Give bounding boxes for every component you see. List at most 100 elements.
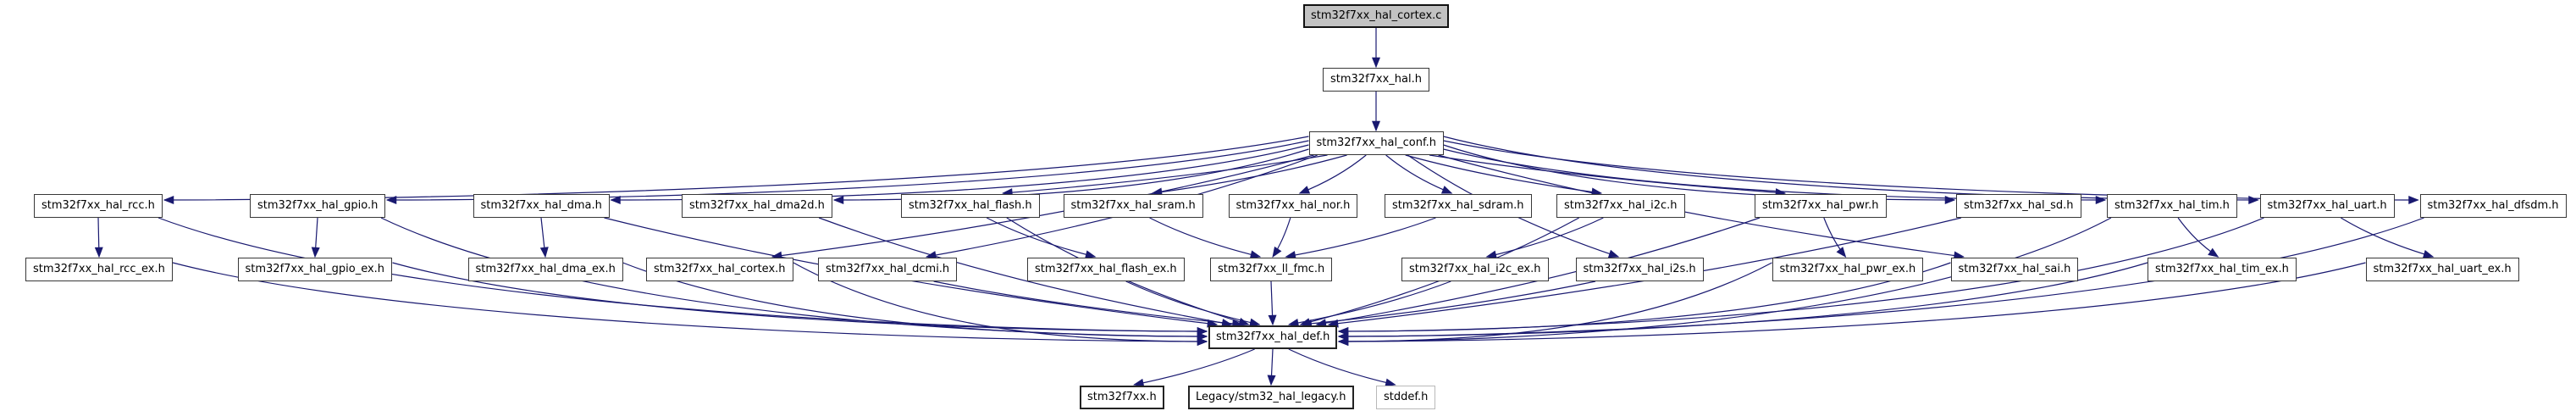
node-dcmi[interactable]: stm32f7xx_hal_dcmi.h: [818, 258, 958, 281]
node-uart[interactable]: stm32f7xx_hal_uart.h: [2259, 194, 2395, 218]
node-tim_ex[interactable]: stm32f7xx_hal_tim_ex.h: [2148, 258, 2297, 281]
edge-gpio_ex-to-def: [392, 262, 1208, 336]
edge-dma2d-to-def: [818, 217, 1233, 327]
edge-dma_ex-to-def: [622, 262, 1208, 341]
node-conf[interactable]: stm32f7xx_hal_conf.h: [1308, 131, 1444, 155]
edge-conf-to-nor: [1298, 154, 1367, 194]
node-dma2d[interactable]: stm32f7xx_hal_dma2d.h: [682, 194, 832, 218]
edge-i2c-to-i2c_ex: [1485, 217, 1604, 259]
edge-flash-to-flash_ex: [986, 217, 1097, 259]
node-label: stm32f7xx_hal_flash.h: [909, 199, 1032, 212]
node-label: stm32f7xx_hal_cortex.h: [654, 263, 786, 275]
edge-conf-to-i2c: [1405, 154, 1603, 197]
edge-dcmi-to-def: [933, 280, 1243, 328]
node-label: stm32f7xx_ll_fmc.h: [1218, 263, 1325, 275]
edge-nor-to-ll_fmc: [1272, 217, 1291, 258]
node-label: stm32f7xx_hal_def.h: [1216, 330, 1330, 343]
edge-sai-to-def: [1337, 262, 1951, 336]
edge-ll_fmc-to-def: [1268, 280, 1277, 326]
node-stddef: stddef.h: [1376, 386, 1436, 409]
node-label: stm32f7xx_hal_sram.h: [1070, 199, 1196, 212]
edge-conf-to-dma2d: [832, 148, 1309, 204]
edge-dma-to-dma_ex: [539, 217, 549, 258]
node-ll_fmc[interactable]: stm32f7xx_ll_fmc.h: [1210, 258, 1333, 281]
node-stm32f7xx[interactable]: stm32f7xx.h: [1080, 386, 1164, 409]
node-label: stm32f7xx_hal_dma2d.h: [689, 199, 825, 212]
node-gpio_ex[interactable]: stm32f7xx_hal_gpio_ex.h: [237, 258, 393, 281]
node-label: stm32f7xx_hal_tim_ex.h: [2155, 263, 2289, 275]
node-label: stm32f7xx_hal_sai.h: [1958, 263, 2071, 275]
edge-pwr_ex-to-def: [1337, 262, 1772, 346]
node-flash_ex[interactable]: stm32f7xx_hal_flash_ex.h: [1027, 258, 1185, 281]
edge-uart_ex-to-def: [1337, 262, 2366, 346]
node-label: stm32f7xx_hal_conf.h: [1316, 136, 1436, 149]
node-sd[interactable]: stm32f7xx_hal_sd.h: [1956, 194, 2081, 218]
node-label: stm32f7xx_hal_dma.h: [480, 199, 602, 212]
node-i2c_ex[interactable]: stm32f7xx_hal_i2c_ex.h: [1401, 258, 1549, 281]
node-label: stm32f7xx_hal_i2s.h: [1583, 263, 1696, 275]
edge-sdram-to-ll_fmc: [1285, 217, 1436, 259]
edge-tim-to-tim_ex: [2177, 217, 2219, 258]
edge-pwr-to-def: [1315, 217, 1761, 328]
edge-cortex_h-to-def: [793, 262, 1208, 346]
node-label: stm32f7xx_hal_gpio_ex.h: [245, 263, 385, 275]
node-cortex_c: stm32f7xx_hal_cortex.c: [1303, 4, 1450, 28]
node-label: stm32f7xx_hal_i2c_ex.h: [1409, 263, 1541, 275]
node-rcc[interactable]: stm32f7xx_hal_rcc.h: [34, 194, 163, 218]
edge-tim_ex-to-def: [1337, 262, 2148, 341]
node-label: stm32f7xx_hal_pwr_ex.h: [1779, 263, 1916, 275]
node-label: Legacy/stm32_hal_legacy.h: [1196, 391, 1346, 403]
edge-rcc-to-rcc_ex: [94, 217, 103, 258]
node-cortex_h[interactable]: stm32f7xx_hal_cortex.h: [646, 258, 793, 281]
node-def[interactable]: stm32f7xx_hal_def.h: [1208, 325, 1338, 349]
node-label: stm32f7xx_hal_rcc_ex.h: [33, 263, 165, 275]
node-sai[interactable]: stm32f7xx_hal_sai.h: [1950, 258, 2079, 281]
node-label: stm32f7xx_hal_pwr.h: [1762, 199, 1879, 212]
node-label: stm32f7xx_hal_gpio.h: [257, 199, 379, 212]
edge-pwr-to-pwr_ex: [1823, 217, 1847, 258]
node-label: stm32f7xx_hal_tim.h: [2114, 199, 2230, 212]
node-hal[interactable]: stm32f7xx_hal.h: [1323, 68, 1429, 92]
node-label: stm32f7xx_hal_i2c.h: [1564, 199, 1678, 212]
edge-def-to-legacy: [1267, 348, 1276, 386]
edge-i2s-to-def: [1301, 280, 1596, 328]
node-label: stm32f7xx_hal_nor.h: [1235, 199, 1351, 212]
node-pwr_ex[interactable]: stm32f7xx_hal_pwr_ex.h: [1772, 258, 1924, 281]
node-label: stm32f7xx_hal_sd.h: [1964, 199, 2074, 212]
node-tim[interactable]: stm32f7xx_hal_tim.h: [2107, 194, 2237, 218]
node-label: stm32f7xx_hal_dcmi.h: [826, 263, 950, 275]
node-label: stm32f7xx_hal_uart_ex.h: [2373, 263, 2512, 275]
edge-sram-to-ll_fmc: [1149, 217, 1262, 259]
node-dfsdm[interactable]: stm32f7xx_hal_dfsdm.h: [2419, 194, 2567, 218]
edge-def-to-stddef: [1288, 348, 1396, 387]
edge-def-to-stm32f7xx: [1133, 348, 1255, 387]
edge-conf-to-pwr: [1429, 154, 1787, 197]
node-uart_ex[interactable]: stm32f7xx_hal_uart_ex.h: [2365, 258, 2519, 281]
node-legacy[interactable]: Legacy/stm32_hal_legacy.h: [1188, 386, 1354, 409]
node-nor[interactable]: stm32f7xx_hal_nor.h: [1228, 194, 1358, 218]
node-label: stm32f7xx_hal_dma_ex.h: [475, 263, 616, 275]
edge-rcc_ex-to-def: [172, 262, 1208, 346]
node-label: stm32f7xx_hal_cortex.c: [1311, 9, 1442, 22]
node-label: stm32f7xx_hal.h: [1330, 73, 1422, 86]
node-label: stm32f7xx_hal_uart.h: [2267, 199, 2387, 212]
node-flash[interactable]: stm32f7xx_hal_flash.h: [901, 194, 1040, 218]
node-dma_ex[interactable]: stm32f7xx_hal_dma_ex.h: [467, 258, 623, 281]
node-gpio[interactable]: stm32f7xx_hal_gpio.h: [250, 194, 386, 218]
node-label: stm32f7xx_hal_sdram.h: [1392, 199, 1524, 212]
node-dma[interactable]: stm32f7xx_hal_dma.h: [473, 194, 610, 218]
node-label: stm32f7xx_hal_flash_ex.h: [1035, 263, 1177, 275]
node-label: stm32f7xx.h: [1087, 391, 1157, 403]
node-i2s[interactable]: stm32f7xx_hal_i2s.h: [1575, 258, 1704, 281]
node-i2c[interactable]: stm32f7xx_hal_i2c.h: [1556, 194, 1685, 218]
node-pwr[interactable]: stm32f7xx_hal_pwr.h: [1755, 194, 1887, 218]
edge-flash_ex-to-def: [1125, 280, 1261, 327]
node-label: stddef.h: [1384, 391, 1429, 403]
node-label: stm32f7xx_hal_dfsdm.h: [2427, 199, 2559, 212]
node-sram[interactable]: stm32f7xx_hal_sram.h: [1063, 194, 1203, 218]
edge-conf-to-sdram: [1385, 154, 1453, 194]
node-sdram[interactable]: stm32f7xx_hal_sdram.h: [1385, 194, 1532, 218]
node-rcc_ex[interactable]: stm32f7xx_hal_rcc_ex.h: [25, 258, 173, 281]
